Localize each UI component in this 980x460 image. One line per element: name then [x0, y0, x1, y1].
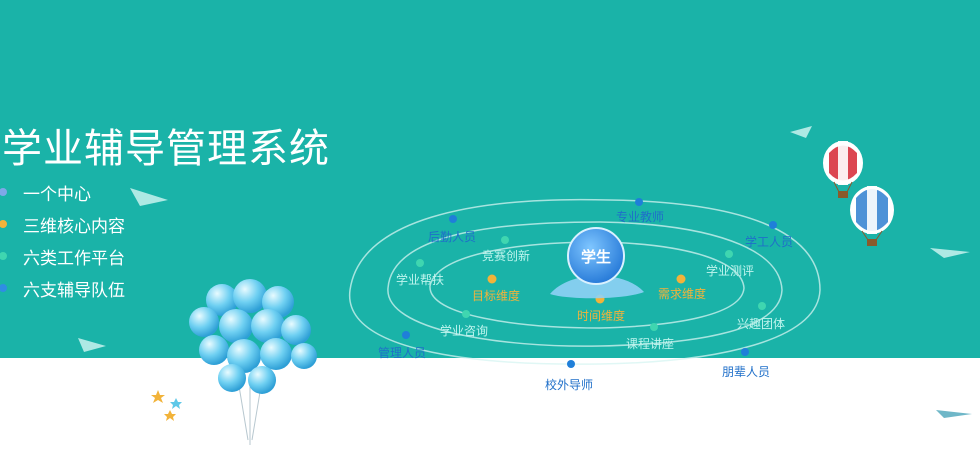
bullet-dot-icon [0, 188, 7, 196]
bullet-dot-icon [0, 284, 7, 292]
feature-item-platforms: 六类工作平台 [0, 240, 125, 272]
hot-air-balloon-icon [823, 141, 863, 198]
team-teacher-label: 专业教师 [616, 209, 664, 224]
student-center: 学生 [550, 227, 644, 299]
bullet-dot-icon [0, 252, 7, 260]
platform-dots [416, 236, 766, 331]
platform-assistance-label: 学业帮扶 [396, 272, 444, 287]
hot-air-balloon-icon [850, 186, 894, 246]
orbit-rings [349, 198, 821, 365]
team-dots [402, 198, 777, 368]
feature-label: 三维核心内容 [23, 216, 125, 237]
feature-item-teams: 六支辅导队伍 [0, 272, 125, 304]
dimension-time-label: 时间维度 [577, 308, 625, 323]
team-external-mentor-label: 校外导师 [545, 377, 593, 392]
feature-item-dimensions: 三维核心内容 [0, 208, 125, 240]
feature-label: 六类工作平台 [23, 248, 125, 269]
bullet-dot-icon [0, 220, 7, 228]
feature-label: 六支辅导队伍 [23, 280, 125, 301]
platform-competition-label: 竞赛创新 [482, 248, 530, 263]
team-peer-label: 朋辈人员 [722, 365, 770, 379]
page-title: 学业辅导管理系统 [2, 126, 330, 172]
team-student-affairs-label: 学工人员 [745, 234, 793, 249]
team-management-label: 管理人员 [378, 345, 426, 360]
platform-consulting-label: 学业咨询 [440, 323, 488, 338]
paper-plane-icon [936, 410, 972, 418]
platform-lecture-label: 课程讲座 [626, 336, 674, 351]
star-icon [151, 390, 182, 421]
hero-banner [0, 0, 980, 358]
bottom-area [0, 358, 980, 460]
paper-plane-icon [78, 126, 970, 352]
balloon-bunch-icon [189, 279, 317, 445]
feature-item-center: 一个中心 [0, 176, 125, 208]
feature-list: 一个中心 三维核心内容 六类工作平台 六支辅导队伍 [0, 176, 125, 304]
platform-assessment-label: 学业测评 [706, 263, 754, 278]
dimension-need-label: 需求维度 [658, 286, 706, 301]
student-label: 学生 [581, 248, 611, 266]
platform-interest-label: 兴趣团体 [737, 316, 785, 331]
team-logistics-label: 后勤人员 [428, 230, 476, 244]
dimension-goal-label: 目标维度 [472, 288, 520, 303]
feature-label: 一个中心 [23, 184, 91, 205]
